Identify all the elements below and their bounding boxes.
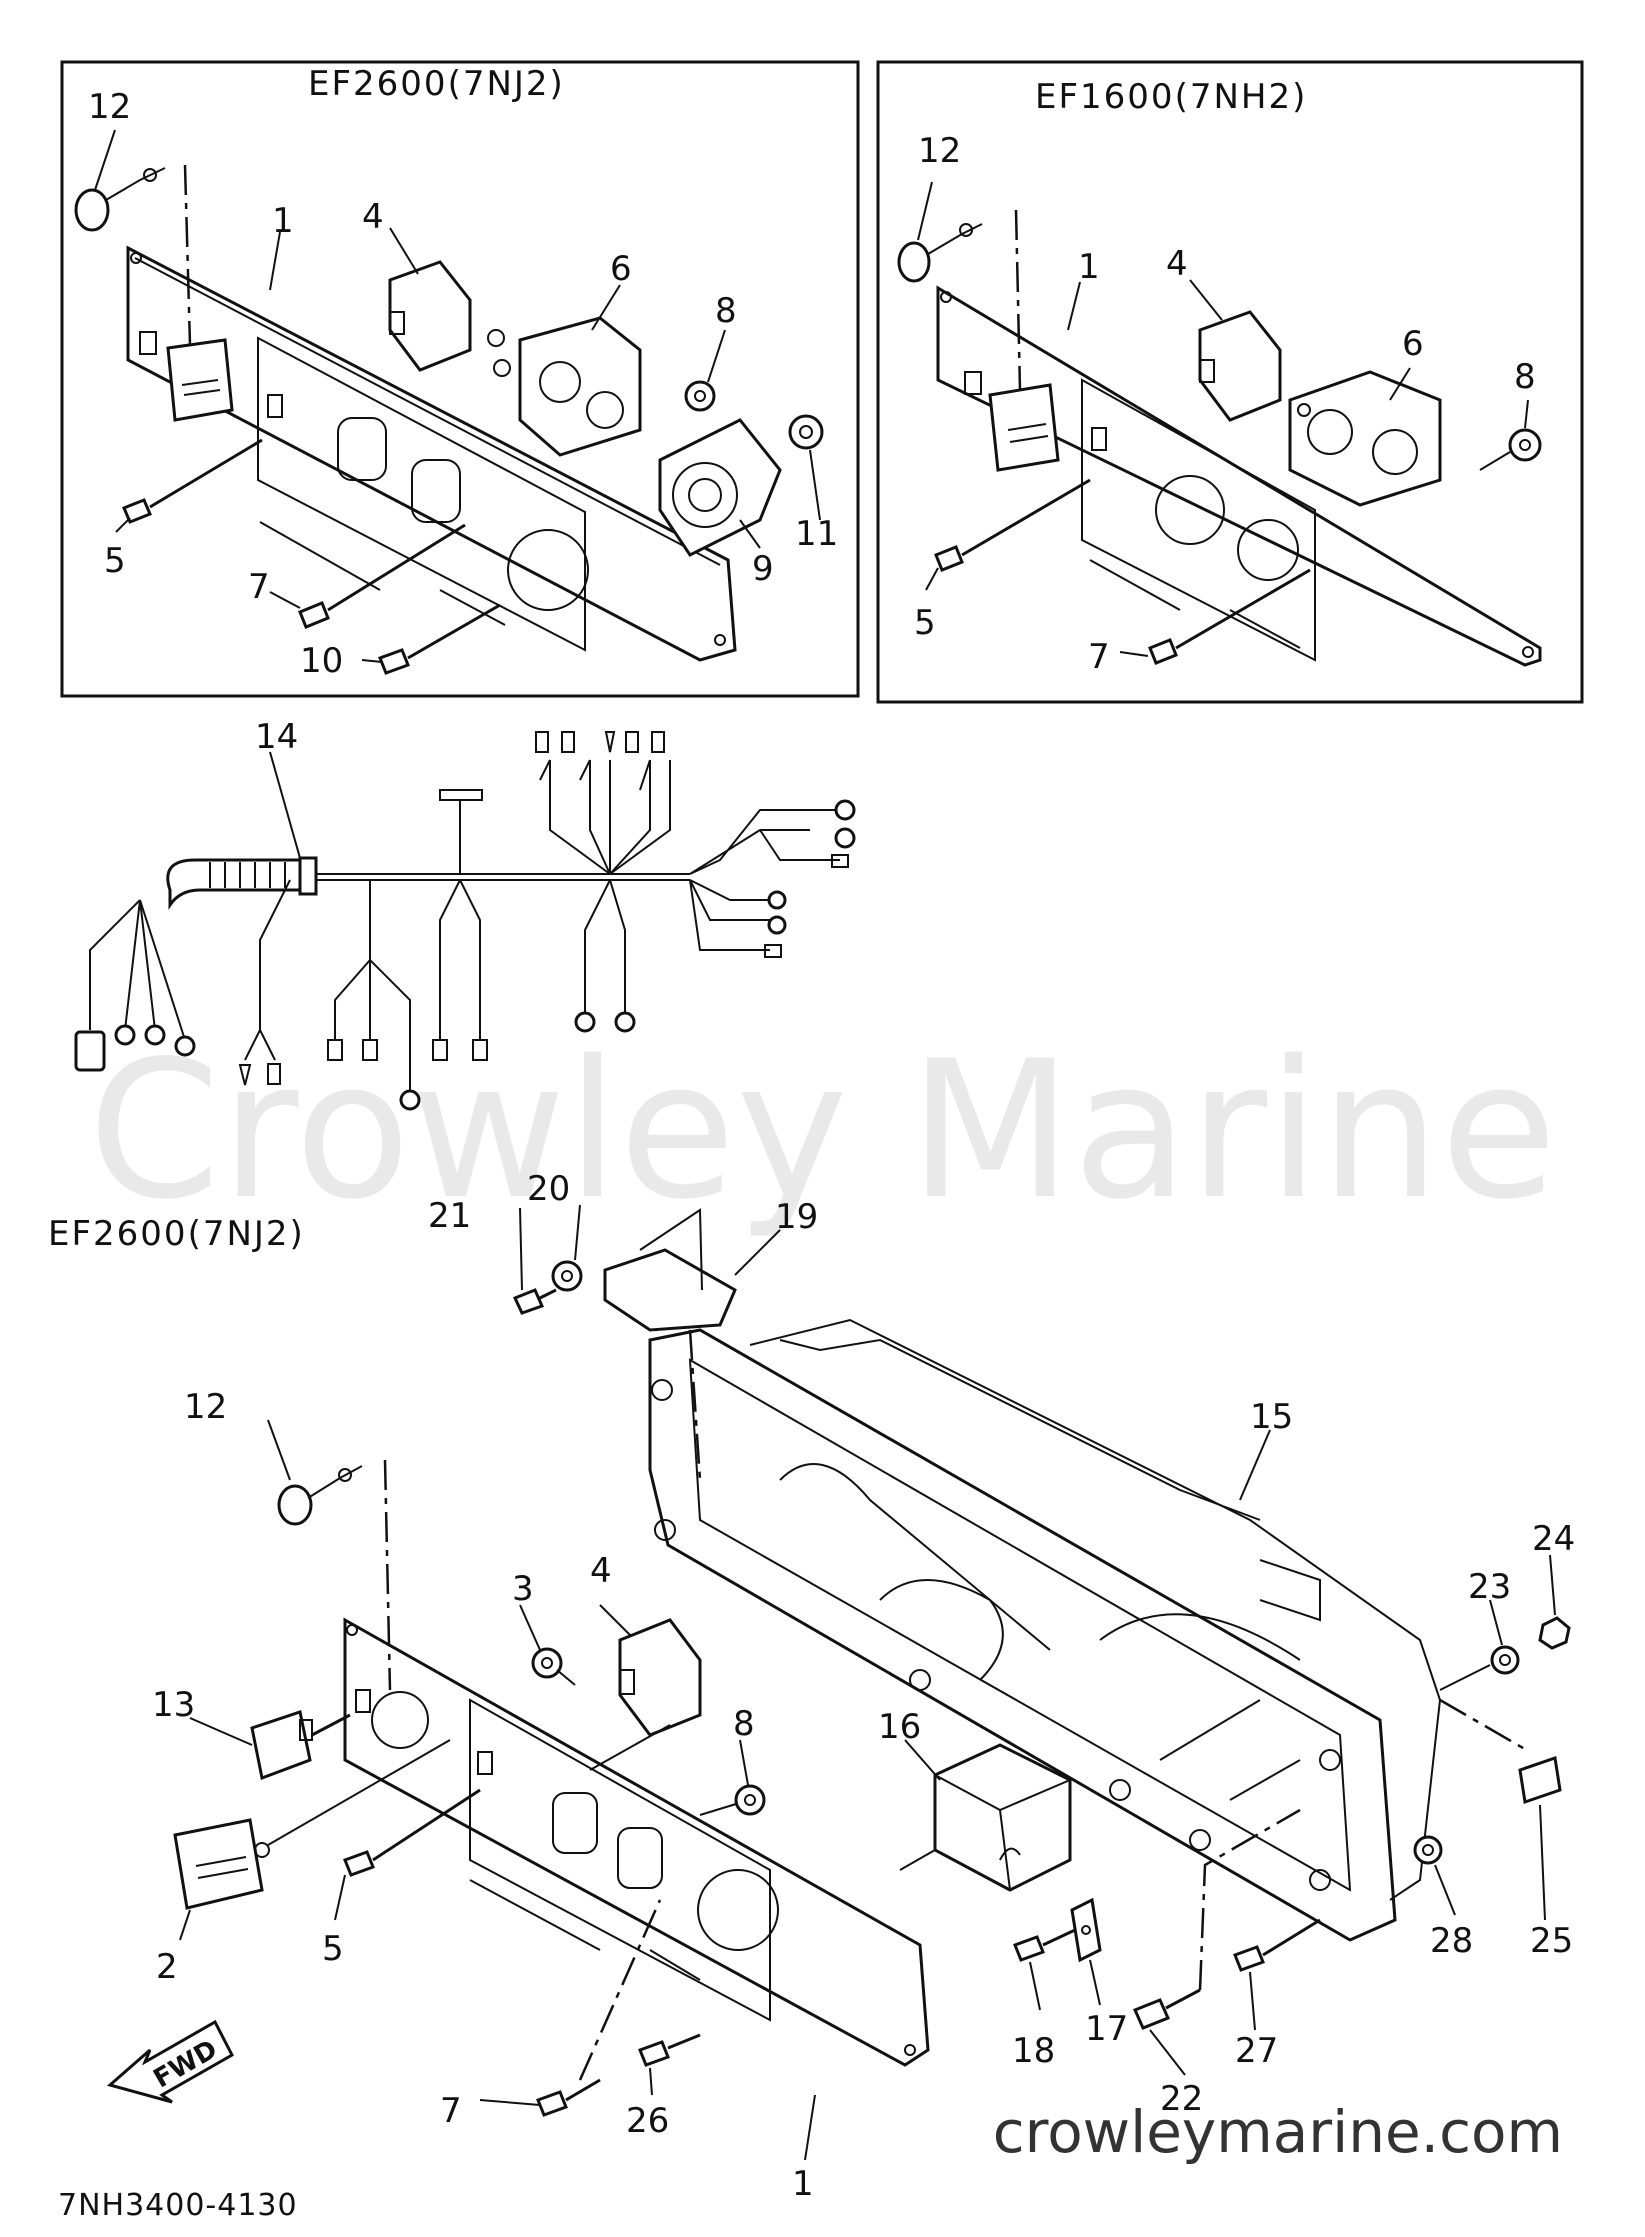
callout-1-ef1600: 1 [1078, 247, 1100, 287]
callout-16: 16 [878, 1707, 921, 1747]
callout-15: 15 [1250, 1397, 1293, 1437]
site-url: crowleymarine.com [992, 2098, 1563, 2166]
callout-8-ef1600: 8 [1514, 357, 1536, 397]
callout-12: 12 [88, 87, 131, 127]
panel-ef2600-top: EF2600(7NJ2) [60, 60, 860, 698]
callout-21: 21 [428, 1196, 471, 1236]
callout-14: 14 [255, 717, 298, 757]
wire-harness: 14 [74, 717, 856, 1111]
callout-8: 8 [715, 291, 737, 331]
callout-9: 9 [752, 549, 774, 589]
callout-24: 24 [1532, 1519, 1575, 1559]
callout-4: 4 [362, 197, 384, 237]
callout-23: 23 [1468, 1567, 1511, 1607]
callout-22: 22 [1160, 2079, 1203, 2119]
panel-title-ef2600-bottom: EF2600(7NJ2) [48, 1214, 305, 1254]
fwd-label: FWD [149, 2034, 223, 2094]
callout-6-ef1600: 6 [1402, 324, 1424, 364]
drawing-code: 7NH3400-4130 [58, 2188, 298, 2223]
callout-4-ef1600: 4 [1166, 244, 1188, 284]
panel-title-ef1600-top: EF1600(7NH2) [1035, 77, 1307, 117]
callout-7: 7 [248, 567, 270, 607]
panel-ef1600-top: EF1600(7NH2) [876, 60, 1584, 704]
callout-1: 1 [272, 201, 294, 241]
callout-5-bottom: 5 [322, 1929, 344, 1969]
callout-13: 13 [152, 1685, 195, 1725]
callout-2: 2 [156, 1947, 178, 1987]
fwd-arrow-icon: FWD [106, 2019, 234, 2104]
callout-26: 26 [626, 2101, 669, 2141]
callout-25: 25 [1530, 1921, 1573, 1961]
callout-7-bottom: 7 [440, 2091, 462, 2131]
callout-8-bottom: 8 [733, 1704, 755, 1744]
panel-title-ef2600-top: EF2600(7NJ2) [308, 64, 565, 104]
callout-18: 18 [1012, 2031, 1055, 2071]
callout-5-ef1600: 5 [914, 603, 936, 643]
callout-27: 27 [1235, 2031, 1278, 2071]
watermark: Crowley Marine [87, 1020, 1558, 1241]
callout-10: 10 [300, 641, 343, 681]
callout-19: 19 [775, 1197, 818, 1237]
callout-6: 6 [610, 249, 632, 289]
callout-12-ef1600: 12 [918, 131, 961, 171]
callout-5: 5 [104, 541, 126, 581]
callout-4-bottom: 4 [590, 1551, 612, 1591]
callout-12-bottom: 12 [184, 1387, 227, 1427]
callout-28: 28 [1430, 1921, 1473, 1961]
callout-3: 3 [512, 1569, 534, 1609]
callout-11: 11 [795, 514, 838, 554]
callout-1-bottom: 1 [792, 2164, 814, 2204]
callout-20: 20 [527, 1169, 570, 1209]
callout-7-ef1600: 7 [1088, 637, 1110, 677]
callout-17: 17 [1085, 2009, 1128, 2049]
panel-ef2600-bottom: EF2600(7NJ2) [48, 1169, 1575, 2204]
